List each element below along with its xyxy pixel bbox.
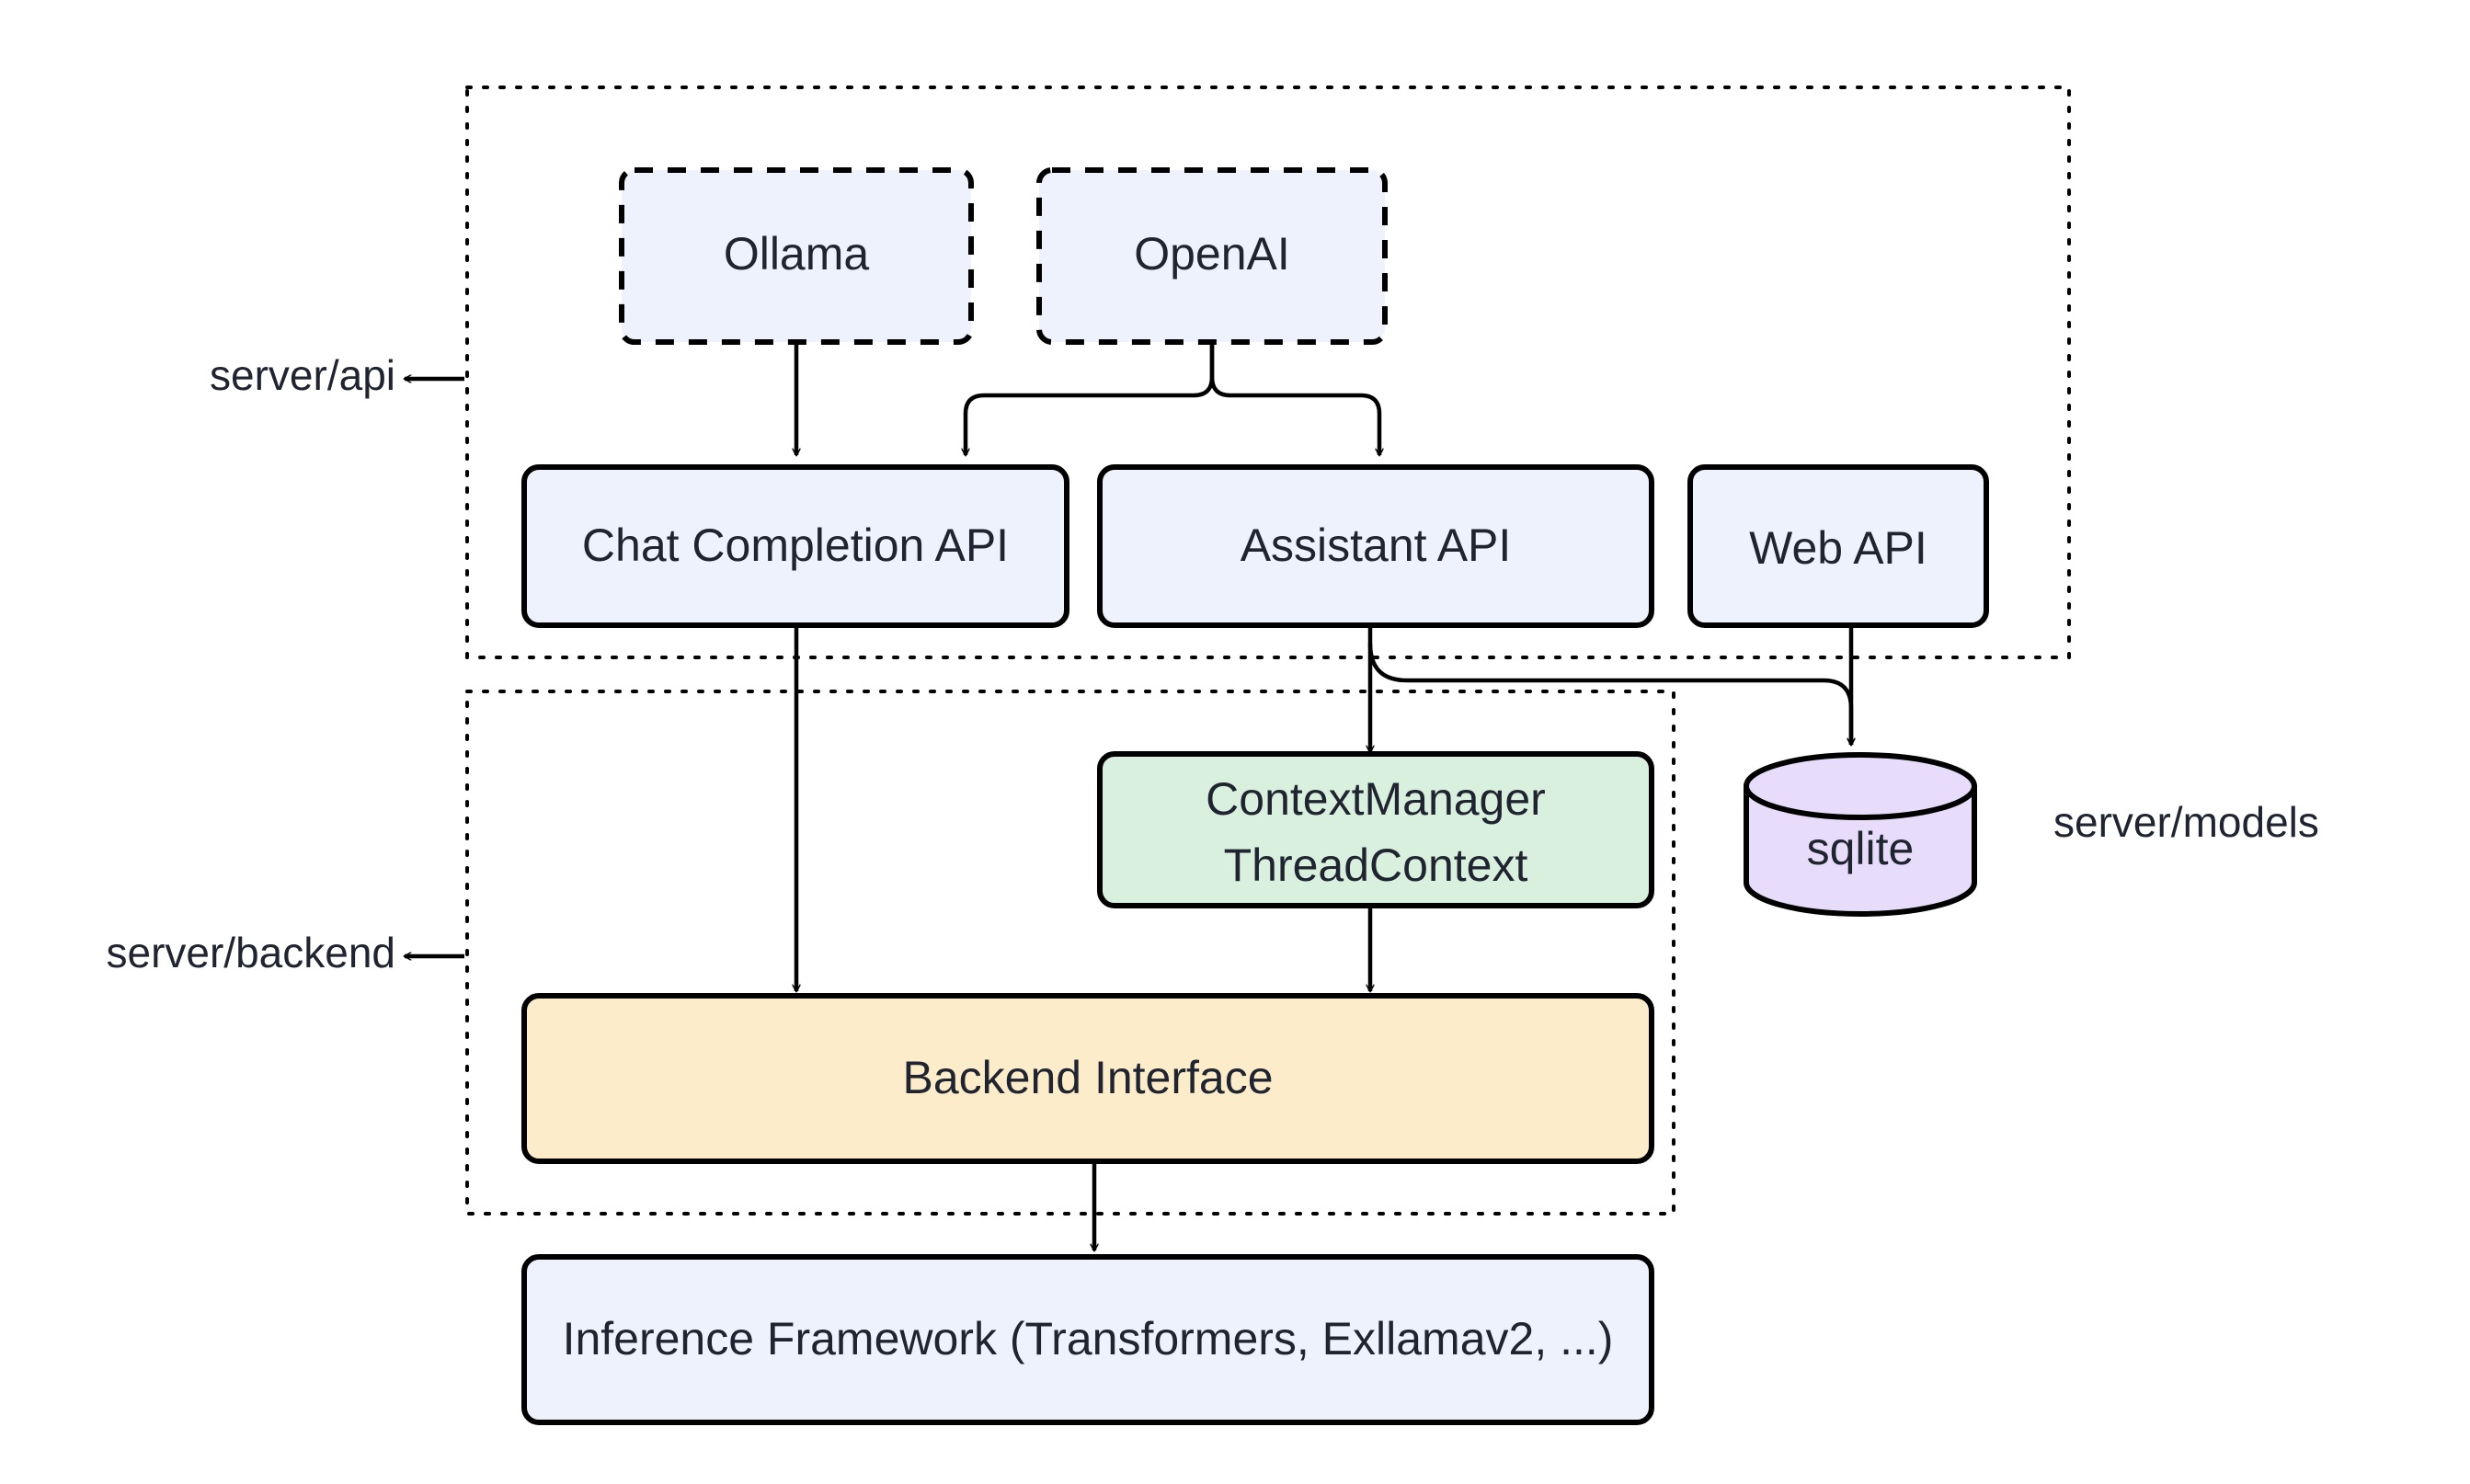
node-openai-label: OpenAI xyxy=(1134,228,1290,280)
node-web-api[interactable]: Web API xyxy=(1687,464,1989,628)
node-backend-interface-shape[interactable] xyxy=(521,993,1654,1164)
node-assistant-api-shape[interactable] xyxy=(1097,464,1654,628)
group-label-backend: server/backend xyxy=(107,929,396,976)
node-context-manager-label-line1: ContextManager xyxy=(1206,773,1546,825)
node-sqlite-label: sqlite xyxy=(1807,823,1915,874)
node-inference-framework-label: Inference Framework (Transformers, Exlla… xyxy=(563,1313,1614,1364)
node-openai[interactable]: OpenAI xyxy=(1036,167,1388,345)
edge-openai-to-assistant-api xyxy=(1209,342,1379,455)
group-container-backend xyxy=(465,690,1675,1216)
group-container-api xyxy=(465,86,2071,659)
node-ollama-label: Ollama xyxy=(724,228,870,280)
node-sqlite[interactable]: sqlite xyxy=(1744,752,1977,917)
node-chat-completion-api-label: Chat Completion API xyxy=(582,519,1009,571)
node-context-manager-label-line2: ThreadContext xyxy=(1224,839,1528,891)
node-assistant-api[interactable]: Assistant API xyxy=(1097,464,1654,628)
node-backend-interface-label: Backend Interface xyxy=(902,1052,1273,1103)
node-ollama-shape[interactable] xyxy=(619,167,974,345)
node-openai-shape[interactable] xyxy=(1036,167,1388,345)
node-web-api-label: Web API xyxy=(1749,522,1927,574)
node-backend-interface[interactable]: Backend Interface xyxy=(521,993,1654,1164)
node-assistant-api-label: Assistant API xyxy=(1241,519,1512,571)
node-web-api-shape[interactable] xyxy=(1687,464,1989,628)
node-chat-completion-api[interactable]: Chat Completion API xyxy=(521,464,1069,628)
edge-openai-to-chat-completion-api xyxy=(966,342,1215,455)
node-ollama[interactable]: Ollama xyxy=(619,167,974,345)
node-sqlite-body[interactable] xyxy=(1744,783,1977,917)
group-label-api: server/api xyxy=(210,351,395,399)
node-sqlite-top xyxy=(1744,752,1977,820)
group-label-models: server/models xyxy=(2053,798,2319,846)
node-inference-framework-shape[interactable] xyxy=(521,1254,1654,1425)
node-context-manager[interactable]: ContextManager ThreadContext xyxy=(1097,751,1654,908)
node-context-manager-shape[interactable] xyxy=(1097,751,1654,908)
node-chat-completion-api-shape[interactable] xyxy=(521,464,1069,628)
node-inference-framework[interactable]: Inference Framework (Transformers, Exlla… xyxy=(521,1254,1654,1425)
